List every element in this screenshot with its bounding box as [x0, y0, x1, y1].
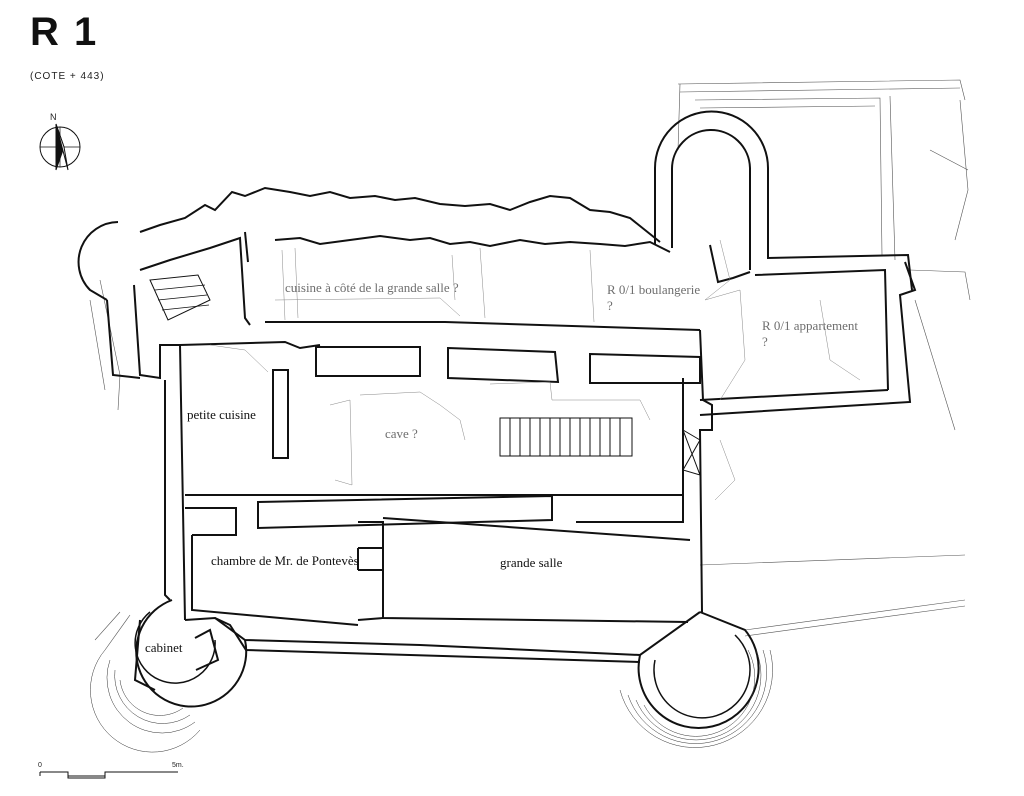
- room-label-cave: cave ?: [385, 426, 418, 441]
- page-title: R 1: [30, 10, 99, 54]
- compass-north-label: N: [50, 112, 57, 122]
- room-label-appartement: R 0/1 appartement ?: [762, 318, 859, 349]
- room-label-chambre: chambre de Mr. de Pontevès: [211, 553, 359, 568]
- ruin-hatching: [209, 239, 861, 501]
- room-label-cuisine: cuisine à côté de la grande salle ?: [285, 280, 459, 295]
- room-label-petite-cuisine: petite cuisine: [187, 407, 256, 422]
- castle-walls: [77, 221, 760, 729]
- north-ruined-wall: [139, 186, 671, 263]
- scale-bar: [39, 771, 178, 779]
- elevation-note: (COTE + 443): [30, 71, 105, 82]
- room-label-boulangerie: R 0/1 boulangerie ?: [607, 282, 701, 313]
- room-label-cabinet: cabinet: [145, 640, 183, 655]
- outbuilding-sketch: [677, 79, 971, 637]
- cave-stair: [499, 417, 701, 476]
- scale-end-label: 5m.: [172, 762, 184, 769]
- scale-start-label: 0: [38, 762, 42, 769]
- annex-walls: [654, 110, 917, 416]
- room-label-grande-salle: grande salle: [500, 555, 563, 570]
- compass-icon: [39, 123, 81, 171]
- tower-masonry: [90, 649, 773, 753]
